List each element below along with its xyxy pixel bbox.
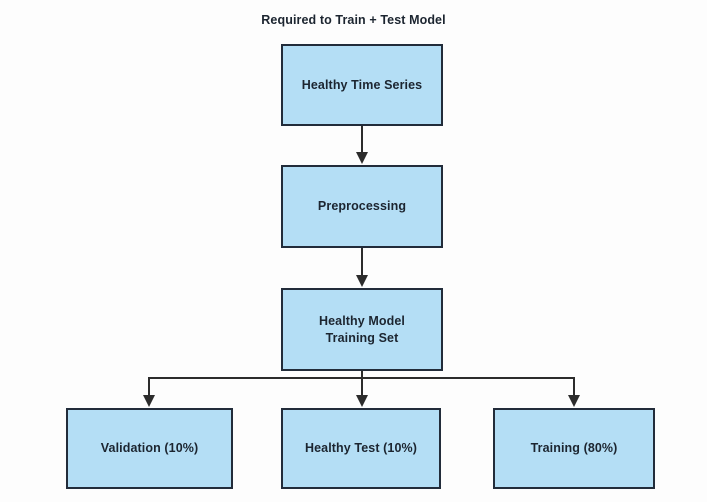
arrowhead-to-healthy-test — [356, 395, 368, 407]
arrowhead-to-preprocessing — [356, 152, 368, 164]
arrowhead-to-validation — [143, 395, 155, 407]
node-validation-label: Validation (10%) — [100, 441, 199, 456]
node-healthy-time-series-label: Healthy Time Series — [301, 77, 423, 92]
node-training: Training (80%) — [493, 408, 655, 489]
node-preprocessing-label: Preprocessing — [317, 199, 407, 214]
node-healthy-test-label: Healthy Test (10%) — [304, 441, 418, 456]
node-preprocessing: Preprocessing — [281, 165, 443, 248]
node-healthy-model-training-set: Healthy Model Training Set — [281, 288, 443, 371]
node-healthy-model-training-set-label: Healthy Model Training Set — [318, 314, 406, 345]
node-healthy-test: Healthy Test (10%) — [281, 408, 441, 489]
arrowhead-to-training — [568, 395, 580, 407]
node-healthy-time-series: Healthy Time Series — [281, 44, 443, 126]
diagram-title: Required to Train + Test Model — [261, 13, 446, 27]
node-validation: Validation (10%) — [66, 408, 233, 489]
node-training-label: Training (80%) — [530, 441, 618, 456]
arrowhead-to-training-set — [356, 275, 368, 287]
